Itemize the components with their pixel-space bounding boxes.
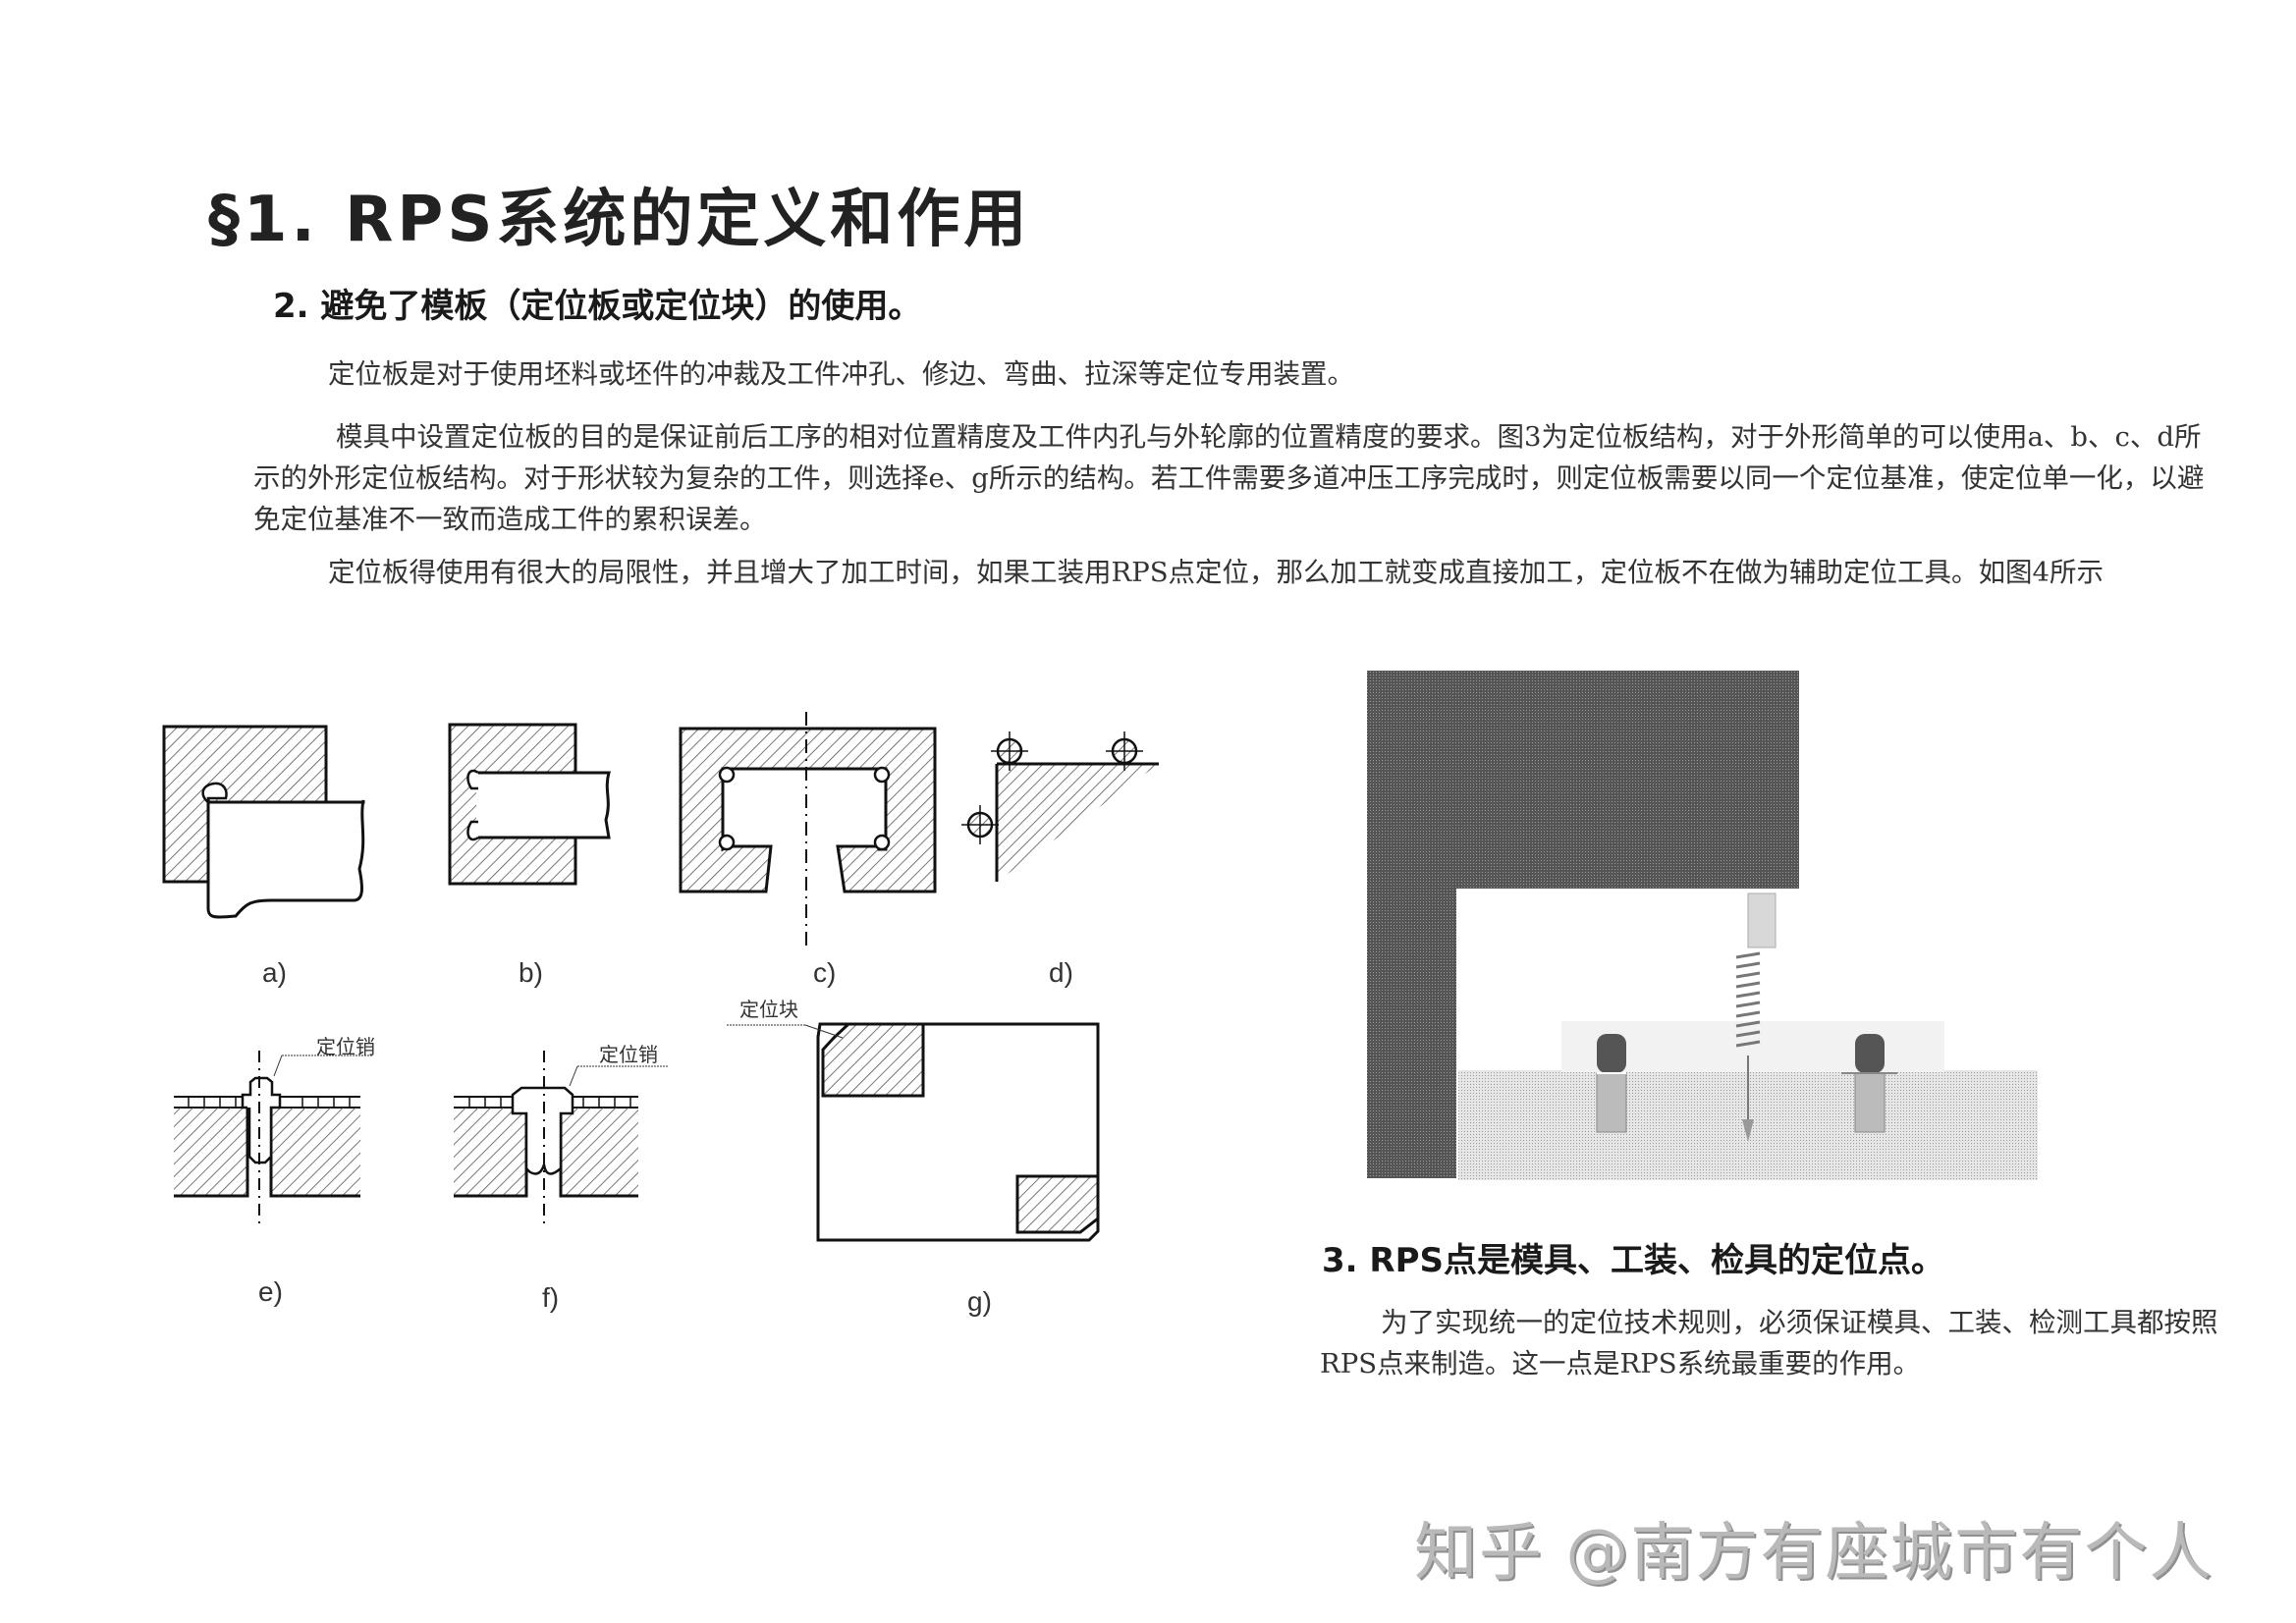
paragraph-3: 定位板得使用有很大的局限性，并且增大了加工时间，如果工装用RPS点定位，那么加工…: [328, 557, 2105, 588]
section-2-heading: 2. 避免了模板（定位板或定位块）的使用。: [273, 287, 922, 326]
paragraph-1: 定位板是对于使用坯料或坯件的冲裁及工件冲孔、修边、弯曲、拉深等定位专用装置。: [328, 358, 1354, 390]
figure-e-callout: 定位销: [316, 1035, 375, 1058]
paragraph-4: 为了实现统一的定位技术规则，必须保证模具、工装、检测工具都按照RPS点来制造。这…: [1320, 1307, 2218, 1380]
figure-g-callout: 定位块: [739, 998, 798, 1021]
section-3-heading: 3. RPS点是模具、工装、检具的定位点。: [1322, 1241, 1944, 1280]
figure-e-diagram: [174, 1051, 373, 1227]
figure-d-label: d): [1049, 957, 1073, 988]
figure-g-diagram: [727, 1022, 1100, 1242]
figure-e-label: e): [258, 1276, 283, 1307]
figure-f-diagram: [454, 1051, 668, 1227]
paragraph-2: 模具中设置定位板的目的是保证前后工序的相对位置精度及工件内孔与外轮廓的位置精度的…: [253, 421, 2205, 535]
figure-f-label: f): [542, 1282, 560, 1313]
figure-a-label: a): [262, 957, 287, 988]
figure-b-diagram: [448, 723, 611, 886]
figure-d-diagram: [961, 731, 1159, 882]
watermark: 知乎 @南方有座城市有个人: [1414, 1517, 2214, 1590]
figure-c-label: c): [813, 957, 837, 988]
figure-a-diagram: [162, 725, 365, 919]
page-title: §1. RPS系统的定义和作用: [208, 184, 1031, 256]
figure-g-label: g): [967, 1286, 992, 1317]
rps-fixture-illustration: [1367, 671, 2038, 1180]
figure-b-label: b): [519, 957, 543, 988]
figure-c-diagram: [679, 712, 937, 947]
figure-f-callout: 定位销: [599, 1043, 658, 1066]
